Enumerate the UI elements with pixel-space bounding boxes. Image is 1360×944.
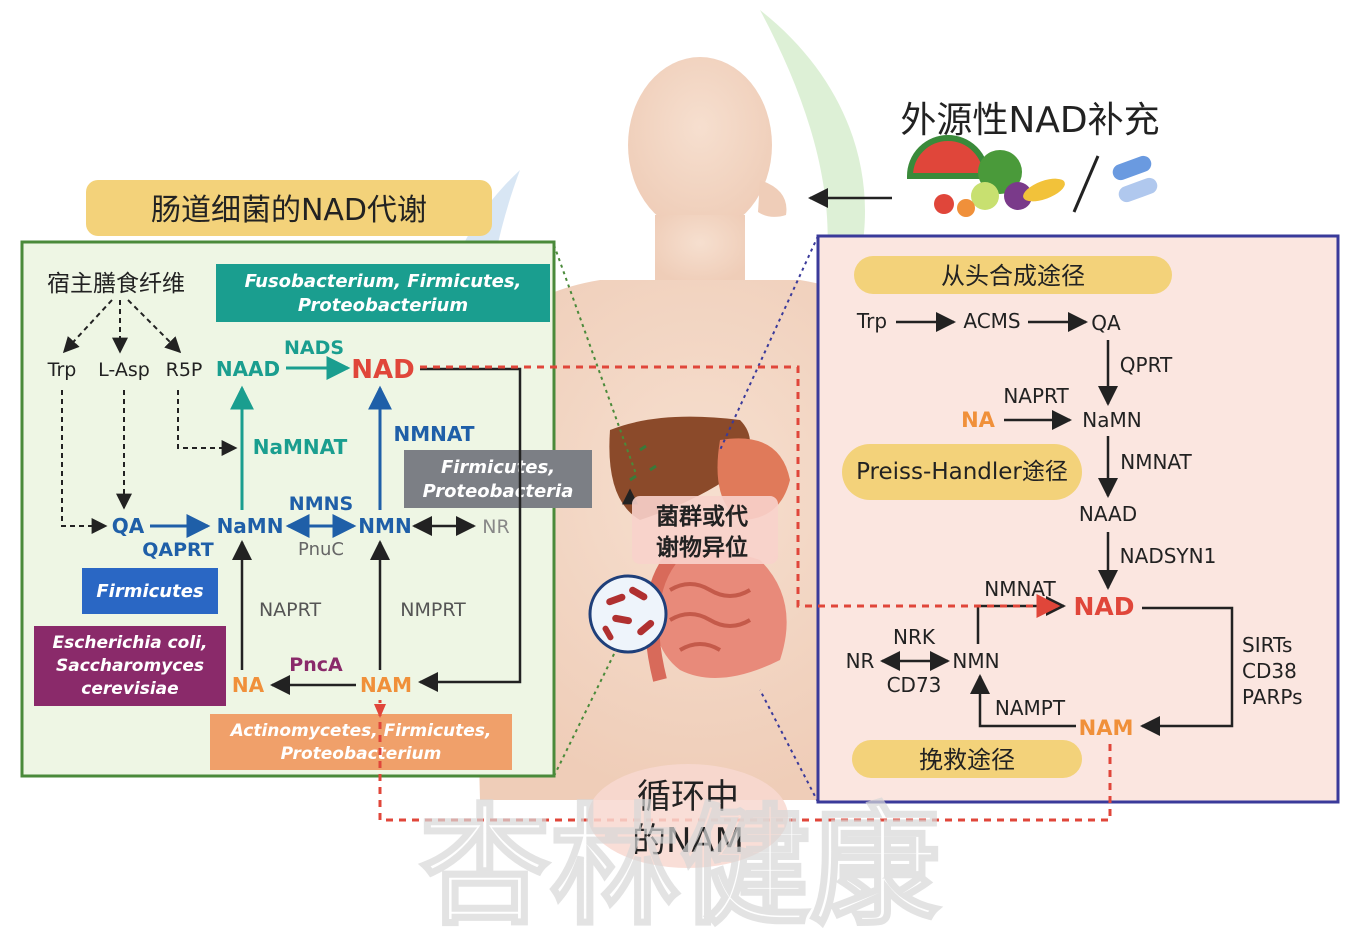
nad-to-nam-loop-left [418, 367, 522, 692]
ecoli-line1: Escherichia coli, [53, 633, 208, 653]
circulating-nam-bg [588, 764, 788, 868]
cd73-label: CD73 [887, 673, 942, 697]
nmnat-right-1: NMNAT [1120, 450, 1192, 474]
nam-left: NAM [360, 673, 412, 697]
zoom-line-right-bottom [759, 689, 819, 803]
trp-right: Trp [856, 309, 887, 333]
pnuc-label: PnuC [298, 539, 344, 560]
ecoli-line2: Saccharomyces [56, 656, 204, 676]
naprt-left: NAPRT [259, 599, 321, 621]
fusobacterium-box [216, 264, 550, 322]
fruit-vegetables-icon [906, 135, 1065, 217]
nmn-left: NMN [358, 514, 411, 538]
nad-right: NAD [1073, 592, 1134, 621]
gut-bacteria-title: 肠道细菌的NAD代谢 [151, 193, 427, 228]
namn-right: NaMN [1082, 408, 1141, 432]
nmnat-label-left: NMNAT [394, 422, 475, 446]
dysbiosis-line1: 菌群或代 [656, 503, 748, 530]
na-left: NA [232, 673, 265, 697]
nam-to-nmn-right-arrow [970, 674, 1076, 728]
acms-label: ACMS [963, 309, 1020, 333]
actinomycetes-box [210, 714, 512, 770]
nam-right: NAM [1079, 716, 1134, 740]
naad-left: NAAD [216, 357, 280, 381]
firmicutes-proteobacteria-box [404, 450, 592, 508]
fiber-arrows [62, 299, 182, 354]
cd38-label: CD38 [1242, 659, 1297, 683]
preiss-handler-label: Preiss-Handler途径 [856, 459, 1068, 485]
watermark-text: 杏林健康 [420, 791, 940, 943]
sirts-label: SIRTs [1242, 633, 1292, 657]
red-dashed-connectors [378, 365, 1112, 822]
parps-label: PARPs [1242, 685, 1303, 709]
nmprt-label: NMPRT [400, 599, 466, 621]
nadsyn1-label: NADSYN1 [1120, 544, 1217, 568]
fiber-label: 宿主膳食纤维 [47, 271, 185, 297]
gut-bacteria-title-bg [86, 180, 492, 236]
nmn-right: NMN [952, 649, 999, 673]
nad-left: NAD [351, 355, 414, 385]
fusobacterium-line2: Proteobacterium [298, 295, 468, 316]
nr-left: NR [482, 516, 509, 538]
namn-left: NaMN [217, 514, 284, 538]
lasp-label: L-Asp [98, 359, 150, 381]
source-dashed-arrows [61, 390, 238, 534]
pills-icon [1112, 155, 1158, 203]
bacteria-magnifier-icon [588, 574, 668, 654]
salvage-pill [852, 740, 1082, 778]
firmicutes-box [82, 568, 218, 614]
actino-line2: Proteobacterium [281, 744, 442, 764]
qaprt-label: QAPRT [142, 539, 214, 561]
slash-divider [1072, 155, 1100, 213]
dysbiosis-bg [632, 496, 778, 564]
nr-right: NR [846, 649, 875, 673]
de-novo-pill [854, 256, 1172, 294]
trp-label-left: Trp [47, 359, 77, 381]
naad-right: NAAD [1079, 502, 1137, 526]
zoom-line-left-top [553, 244, 637, 475]
circulating-line1: 循环中 [637, 777, 739, 817]
de-novo-label: 从头合成途径 [941, 262, 1085, 290]
pnca-label: PncA [289, 654, 343, 676]
preiss-handler-pill [842, 444, 1082, 500]
salvage-label: 挽救途径 [919, 746, 1015, 774]
dysbiosis-line2: 谢物异位 [656, 534, 748, 561]
nad-to-nam-loop-right [1140, 606, 1234, 736]
ecoli-box [34, 626, 226, 706]
naprt-right: NAPRT [1003, 384, 1069, 408]
qa-right: QA [1091, 311, 1121, 335]
nmnat-right-2: NMNAT [984, 577, 1056, 601]
firm-prot-line1: Firmicutes, [441, 457, 555, 478]
na-right: NA [961, 408, 996, 432]
nads-label: NADS [284, 337, 344, 359]
ecoli-line3: cerevisiae [81, 679, 178, 699]
circulating-line2: 的NAM [632, 821, 744, 861]
gut-organs [609, 416, 790, 682]
red-arrow-head-nam [374, 704, 386, 718]
nrk-label: NRK [893, 625, 936, 649]
namnat-label: NaMNAT [253, 435, 348, 459]
fusobacterium-line1: Fusobacterium, Firmicutes, [245, 271, 522, 292]
exogenous-title: 外源性NAD补充 [900, 100, 1159, 141]
qa-left: QA [112, 514, 145, 538]
zoom-line-right-top [719, 235, 819, 451]
firmicutes-text: Firmicutes [96, 581, 204, 602]
r5p-label: R5P [166, 359, 203, 381]
nmns-label: NMNS [289, 493, 353, 515]
nampt-label: NAMPT [995, 696, 1066, 720]
zoom-line-left-bottom [553, 649, 617, 777]
qprt-label: QPRT [1120, 353, 1173, 377]
firm-prot-line2: Proteobacteria [423, 481, 574, 502]
actino-line1: Actinomycetes, Firmicutes, [229, 721, 492, 741]
